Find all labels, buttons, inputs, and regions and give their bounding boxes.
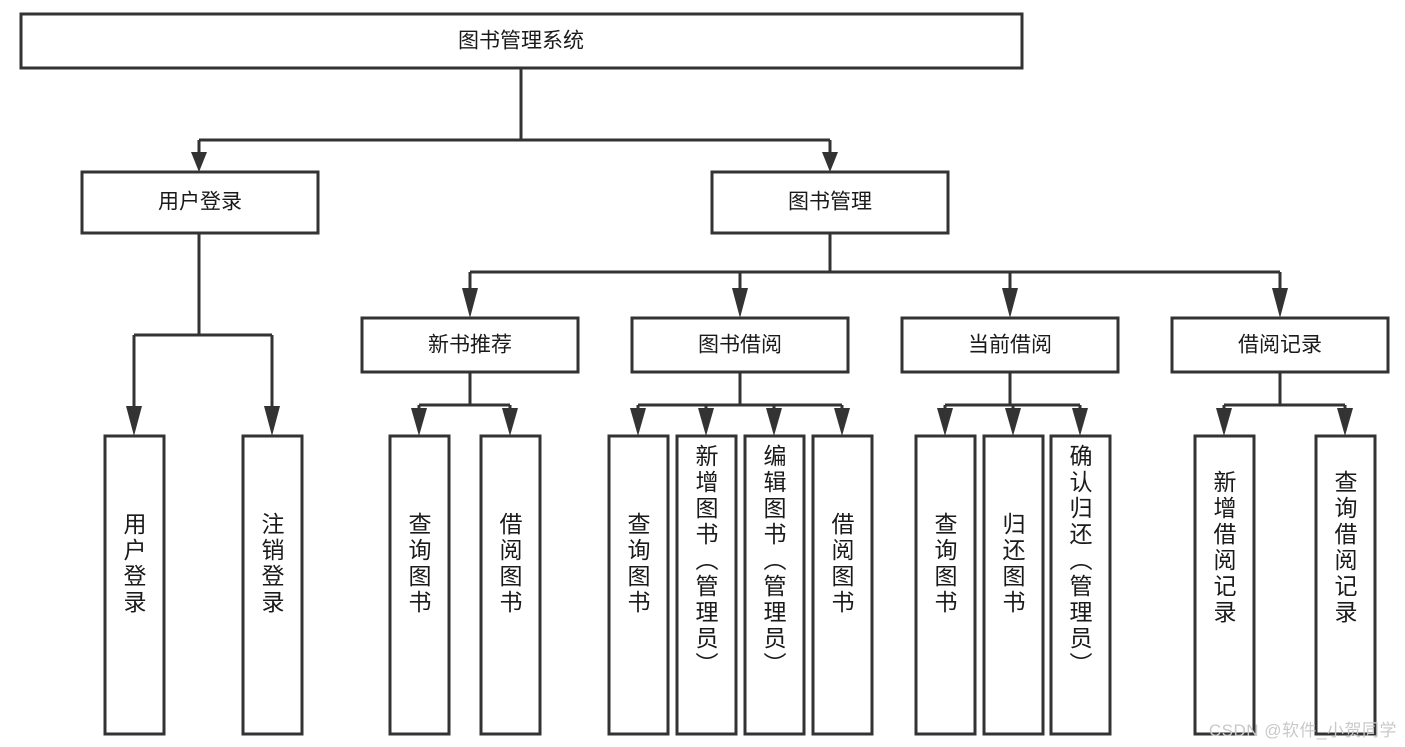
arrow-nbr-leaf-2 — [502, 408, 518, 436]
arrow-cb-leaf-1 — [937, 408, 953, 436]
watermark-text: CSDN @软件_小贺同学 — [1208, 721, 1397, 740]
arrow-bb-leaf-2 — [698, 408, 714, 436]
book-borrow-box[interactable] — [630, 316, 850, 374]
arrow-bb-leaf-1 — [630, 408, 646, 436]
leaf-box-query-book-2[interactable] — [607, 434, 670, 736]
node-current-borrow[interactable]: 当前借阅 — [900, 316, 1120, 374]
user-login-label: 用户登录 — [158, 191, 242, 214]
leaf-box-add-record[interactable] — [1193, 434, 1256, 736]
book-manage-box[interactable] — [710, 170, 950, 235]
borrow-record-label: 借阅记录 — [1238, 334, 1322, 357]
leaf-box-query-record[interactable] — [1314, 434, 1377, 736]
node-user-login[interactable]: 用户登录 — [80, 170, 320, 235]
node-book-borrow[interactable]: 图书借阅 — [630, 316, 850, 374]
arrow-root-to-book-manage — [822, 152, 838, 172]
leaf-box-confirm-return[interactable] — [1049, 434, 1112, 736]
node-new-book-recommend[interactable]: 新书推荐 — [360, 316, 580, 374]
arrow-bm-to-borrow-record — [1272, 288, 1288, 318]
node-book-manage[interactable]: 图书管理 — [710, 170, 950, 235]
arrow-nbr-leaf-1 — [411, 408, 427, 436]
arrow-br-leaf-1 — [1216, 408, 1232, 436]
arrow-bb-leaf-3 — [766, 408, 782, 436]
user-login-box[interactable] — [80, 170, 320, 235]
edges-group — [126, 68, 1353, 436]
arrow-bb-leaf-4 — [834, 408, 850, 436]
leaf-box-query-book-3[interactable] — [914, 434, 977, 736]
leaf-box-borrow-book-1[interactable] — [479, 434, 542, 736]
root-label: 图书管理系统 — [458, 30, 584, 53]
leaf-boxes-group — [103, 434, 1377, 736]
arrow-user-login-leaf-2 — [264, 406, 280, 436]
leaf-box-logout-login[interactable] — [241, 434, 304, 736]
node-borrow-record[interactable]: 借阅记录 — [1170, 316, 1390, 374]
new-book-recommend-box[interactable] — [360, 316, 580, 374]
arrow-user-login-leaf-1 — [126, 406, 142, 436]
current-borrow-box[interactable] — [900, 316, 1120, 374]
current-borrow-label: 当前借阅 — [968, 334, 1052, 357]
borrow-record-box[interactable] — [1170, 316, 1390, 374]
arrow-root-to-user-login — [191, 152, 207, 172]
book-manage-label: 图书管理 — [788, 191, 872, 214]
arrow-br-leaf-2 — [1337, 408, 1353, 436]
book-borrow-label: 图书借阅 — [698, 334, 782, 357]
arrow-bm-to-current-borrow — [1002, 288, 1018, 318]
root-box[interactable] — [19, 12, 1024, 70]
arrow-cb-leaf-3 — [1072, 408, 1088, 436]
leaf-box-return-book[interactable] — [982, 434, 1045, 736]
leaf-box-user-login[interactable] — [103, 434, 166, 736]
new-book-recommend-label: 新书推荐 — [428, 334, 512, 357]
leaf-box-add-book[interactable] — [675, 434, 738, 736]
leaf-box-query-book-1[interactable] — [388, 434, 451, 736]
node-root-system[interactable]: 图书管理系统 — [19, 12, 1024, 70]
arrow-cb-leaf-2 — [1005, 408, 1021, 436]
arrow-bm-to-book-borrow — [732, 288, 748, 318]
leaf-box-edit-book[interactable] — [743, 434, 806, 736]
leaf-box-borrow-book-2[interactable] — [811, 434, 874, 736]
arrow-bm-to-new-book-recommend — [462, 288, 478, 318]
